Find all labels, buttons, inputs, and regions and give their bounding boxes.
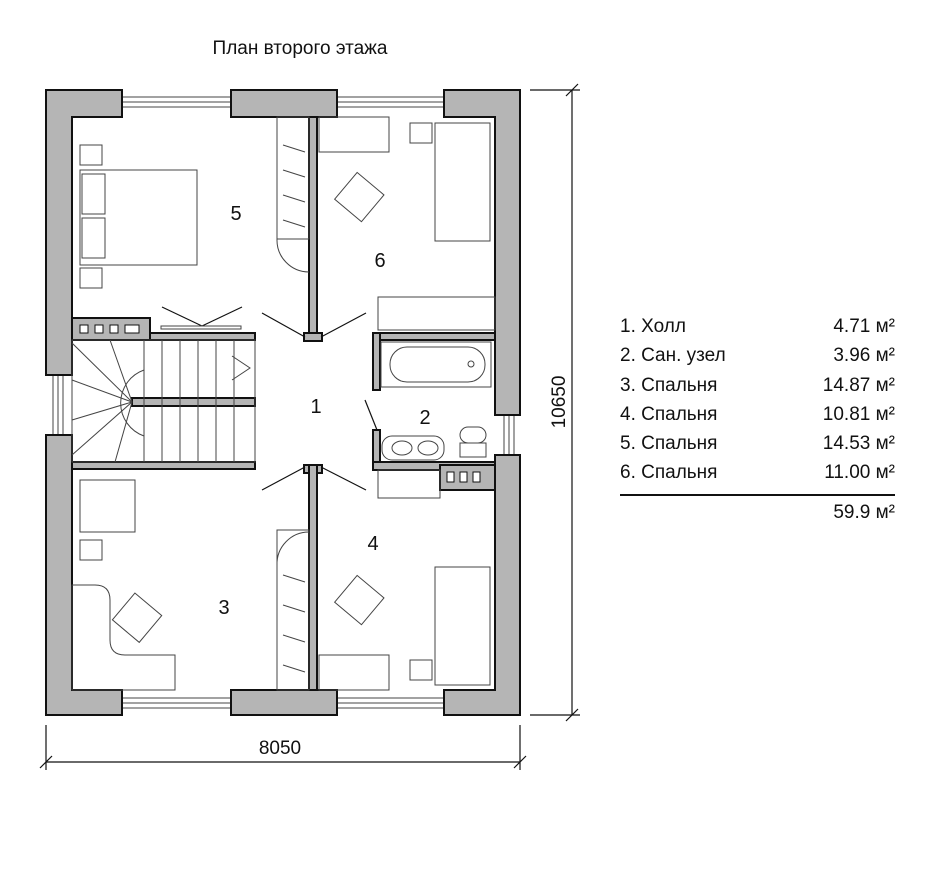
double-sink [381,435,445,461]
wardrobes [276,116,496,691]
legend-row: 2. Сан. узел 3.96 м² [620,341,895,370]
legend-area: 11.00 м² [824,462,895,484]
single-bed-4 [434,566,491,686]
single-bed-6 [434,122,491,242]
furniture [71,116,491,691]
legend-row: 5. Спальня 14.53 м² [620,429,895,458]
bathroom-fixtures [380,341,492,461]
double-bed [79,169,198,266]
area-legend: 1. Холл 4.71 м² 2. Сан. узел 3.96 м² 3. Сп… [620,312,895,524]
height-dimension: 10650 [549,376,570,429]
room-number-6: 6 [374,250,385,272]
desk-3 [71,584,176,691]
legend-label: 6. Спальня [620,462,718,484]
legend-area: 4.71 м² [833,316,895,337]
legend-row: 6. Спальня 11.00 м² [620,458,895,487]
room-numbers: 1 2 3 4 5 6 [218,203,430,619]
legend-area: 14.87 м² [822,374,895,396]
staircase [71,339,256,463]
legend-row: 1. Холл 4.71 м² [620,312,895,341]
plan-title: План второго этажа [213,38,388,59]
legend-area: 14.53 м² [822,433,895,455]
room-number-3: 3 [218,597,229,619]
legend-divider [620,493,895,496]
legend-row: 3. Спальня 14.87 м² [620,371,895,400]
legend-label: 2. Сан. узел [620,345,726,367]
exterior-walls [45,89,521,716]
room-number-2: 2 [419,407,430,429]
desk-6 [318,116,390,153]
chimney-vents [79,324,481,483]
room-number-5: 5 [230,203,241,225]
legend-label: 1. Холл [620,316,686,337]
legend-total: 59.9 м² [833,501,895,523]
single-bed-3 [79,479,136,533]
chair-3 [111,592,163,644]
legend-label: 5. Спальня [620,433,718,455]
legend-area: 3.96 м² [833,345,895,367]
chair-4 [333,574,385,626]
dimension-lines [39,83,580,770]
desk-4 [318,654,390,691]
legend-area: 10.81 м² [822,403,895,425]
room-number-1: 1 [310,396,321,418]
doors [160,306,378,491]
width-dimension: 8050 [259,738,301,759]
bathtub [380,341,492,388]
legend-label: 4. Спальня [620,403,718,425]
chair-6 [333,171,385,223]
legend-label: 3. Спальня [620,374,718,396]
room-number-4: 4 [367,533,378,555]
legend-row: 4. Спальня 10.81 м² [620,400,895,429]
